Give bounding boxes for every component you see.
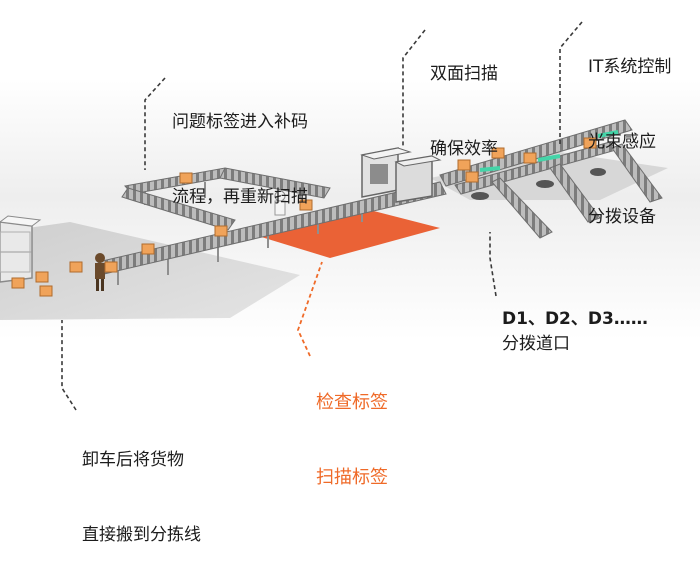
reject-loop-conveyor-left: [121, 187, 236, 231]
callout-it-control-line3: 分拨设备: [588, 207, 656, 227]
chute-d2: [549, 163, 601, 223]
callout-inspection-line2: 扫描标签: [316, 467, 388, 488]
leader-unloading: [61, 320, 77, 411]
sorting-floor: [430, 152, 668, 200]
leader-it-control: [559, 21, 583, 145]
callout-dual-scan: 双面扫描 确保效率: [430, 12, 498, 187]
worker-unloading: [95, 253, 105, 291]
callout-sort-ports: 分拨道口: [502, 282, 570, 382]
callout-reject-loop-line2: 流程，再重新扫描: [172, 187, 308, 207]
callout-it-control: IT系统控制 光束感应 分拨设备: [588, 5, 671, 255]
leader-dual-scan: [402, 29, 426, 148]
callout-unloading: 卸车后将货物 直接搬到分拣线: [82, 398, 201, 573]
callout-unloading-line2: 直接搬到分拣线: [82, 525, 201, 545]
callout-reject-loop: 问题标签进入补码 流程，再重新扫描: [172, 60, 308, 235]
parcels: [11, 137, 597, 297]
unloading-floor: [0, 222, 300, 320]
callout-inspection-line1: 检查标签: [316, 392, 388, 413]
worker-inspection: [274, 190, 286, 216]
truck-trailer: [0, 215, 42, 283]
sorting-line-diagram: [0, 21, 700, 411]
scanner-tunnel: [360, 147, 442, 203]
callout-inspection: 检查标签 扫描标签: [316, 340, 388, 515]
leader-sort-ports: [489, 232, 497, 297]
chute-d3: [611, 143, 663, 203]
reject-loop-conveyor-right: [219, 167, 331, 199]
leader-inspection: [297, 261, 323, 357]
chute-d1: [491, 177, 553, 239]
callout-reject-loop-line1: 问题标签进入补码: [172, 112, 308, 132]
callout-dual-scan-line2: 确保效率: [430, 139, 498, 159]
callout-leaders: [61, 21, 583, 411]
callout-it-control-line2: 光束感应: [588, 132, 656, 152]
leader-reject-loop: [144, 77, 166, 170]
callout-sort-ports-line1: 分拨道口: [502, 334, 570, 354]
callout-dual-scan-line1: 双面扫描: [430, 64, 498, 84]
inspection-zone: [245, 205, 440, 258]
callout-it-control-line1: IT系统控制: [588, 57, 672, 77]
callout-unloading-line1: 卸车后将货物: [82, 450, 184, 470]
beam-sensors: [479, 130, 619, 172]
collection-bins: [471, 168, 606, 200]
callout-sort-port-codes: D1、D2、D3……: [502, 309, 648, 329]
